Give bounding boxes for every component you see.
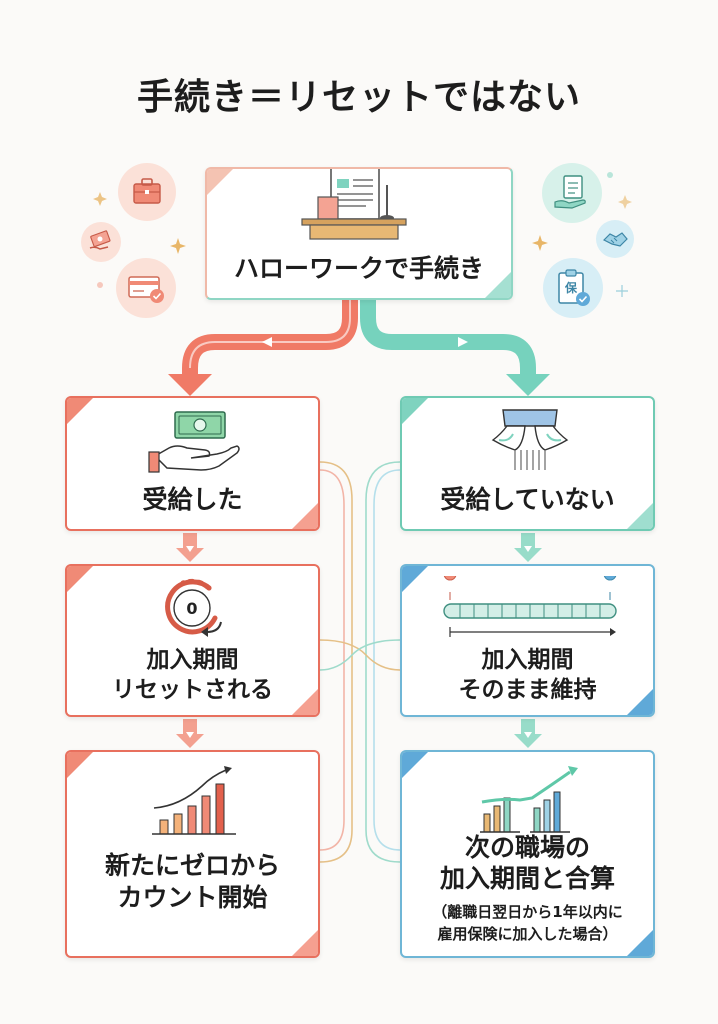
sparkles	[93, 192, 632, 254]
down-arrow-left-2	[176, 719, 204, 748]
reset-clock-icon: 0	[165, 578, 222, 637]
briefcase-icon	[118, 163, 176, 221]
down-arrow-right-2	[514, 719, 542, 748]
combined-growth-icon	[480, 766, 578, 833]
page-title: 手続き＝リセットではない	[136, 77, 581, 118]
card-check-icon	[116, 258, 176, 318]
insurance-clipboard-icon: 保	[543, 258, 603, 318]
node-combine: 次の職場の 加入期間と合算 （離職日翌日から1年以内に 雇用保険に加入した場合）	[400, 750, 655, 958]
node-keep: 加入期間 そのまま維持	[400, 564, 655, 717]
node-keep-line1: 加入期間	[481, 647, 574, 673]
down-arrow-left-1	[176, 533, 204, 562]
node-keep-line2: そのまま維持	[458, 677, 597, 703]
node-not-received: 受給していない	[400, 396, 655, 531]
node-zero-line1: 新たにゼロから	[104, 851, 280, 880]
node-combine-note1: （離職日翌日から1年以内に	[432, 903, 623, 921]
node-hellowork: ハローワークで手続き	[205, 167, 513, 300]
split-arrow-left-head	[168, 374, 212, 396]
down-arrow-right-1	[514, 533, 542, 562]
node-combine-line2: 加入期間と合算	[439, 864, 615, 893]
node-zero-start: 新たにゼロから カウント開始	[65, 750, 320, 958]
node-hellowork-label: ハローワークで手続き	[233, 254, 484, 283]
node-reset-line1: 加入期間	[146, 647, 239, 673]
document-hand-icon	[542, 163, 602, 223]
empty-pockets-icon	[491, 409, 569, 470]
timeline-bar-icon	[443, 576, 617, 637]
split-arrow-right	[360, 300, 536, 378]
node-zero-line2: カウント開始	[117, 883, 268, 912]
node-received: 受給した	[65, 396, 320, 531]
rising-bars-icon	[152, 766, 236, 835]
node-combine-line1: 次の職場の	[464, 833, 590, 862]
money-hand-icon	[148, 411, 240, 473]
node-reset-line2: リセットされる	[112, 677, 273, 703]
center-weave-lines	[319, 461, 401, 863]
node-received-label: 受給した	[142, 485, 243, 514]
split-arrow-right-head	[506, 374, 550, 396]
node-combine-note2: 雇用保険に加入した場合）	[437, 925, 618, 943]
node-reset: 0 加入期間 リセットされる	[65, 564, 320, 717]
svg-text:保: 保	[564, 280, 578, 295]
handshake-icon	[596, 220, 634, 258]
money-hand-icon	[81, 222, 121, 262]
reset-zero-badge: 0	[186, 599, 197, 618]
document-desk-icon	[301, 169, 407, 240]
node-not-received-label: 受給していない	[440, 485, 615, 514]
